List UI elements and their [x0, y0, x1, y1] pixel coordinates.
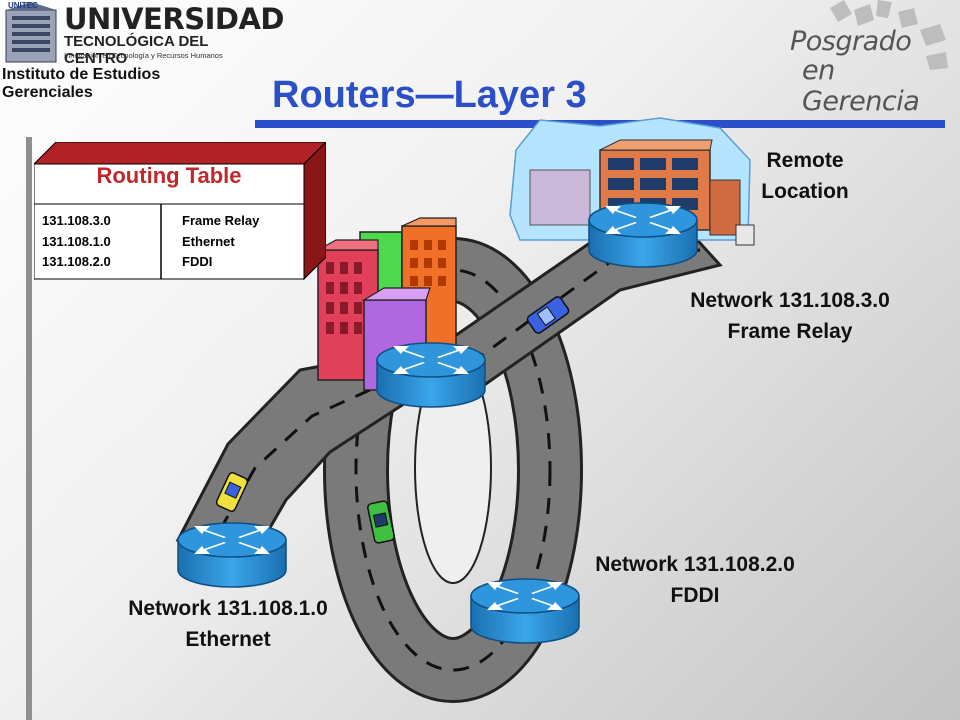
- routing-table: Routing Table 131.108.3.0 Frame Relay 13…: [34, 142, 326, 281]
- fddi-line2: FDDI: [670, 584, 720, 607]
- route-network: 131.108.3.0: [42, 213, 111, 228]
- car-icon: [215, 472, 249, 512]
- posgrado-mark-icon: [830, 0, 948, 70]
- router-icon: [177, 522, 287, 588]
- route-interface: Frame Relay: [182, 213, 260, 228]
- left-rule: [26, 137, 32, 720]
- car-icon: [526, 296, 570, 334]
- posgrado-line1: Posgrado: [790, 26, 912, 57]
- university-logo: UNITEC UNIVERSIDAD TECNOLÓGICA DEL CENTR…: [0, 0, 284, 101]
- fddi-line1: Network 131.108.2.0: [595, 553, 795, 576]
- router-icon: [376, 342, 486, 408]
- frame-relay-line2: Frame Relay: [727, 320, 853, 343]
- route-network: 131.108.2.0: [42, 254, 111, 269]
- car-icon: [367, 500, 395, 544]
- route-interface: Ethernet: [182, 234, 235, 249]
- frame-relay-network-label: Network 131.108.3.0 Frame Relay: [640, 285, 940, 347]
- ethernet-line2: Ethernet: [185, 628, 271, 651]
- unitec-building-icon: [5, 2, 57, 63]
- remote-location-label: Remote Location: [745, 145, 865, 207]
- route-interface: FDDI: [182, 254, 213, 269]
- routing-table-title: Routing Table: [96, 163, 242, 188]
- university-tagline: Innovación en Tecnología y Recursos Huma…: [64, 51, 223, 60]
- university-name: UNIVERSIDAD: [64, 2, 284, 36]
- router-icon: [588, 202, 698, 268]
- title-underline: [255, 120, 945, 128]
- ethernet-line1: Network 131.108.1.0: [128, 597, 328, 620]
- remote-label-line2: Location: [761, 180, 849, 203]
- fddi-network-label: Network 131.108.2.0 FDDI: [545, 549, 845, 611]
- unitec-badge: UNITEC: [8, 1, 38, 10]
- institute-name: Instituto de Estudios Gerenciales: [2, 66, 161, 101]
- posgrado-line2: en Gerencia: [802, 55, 920, 117]
- university-subname: TECNOLÓGICA DEL CENTRO: [64, 33, 209, 67]
- remote-label-line1: Remote: [766, 149, 844, 172]
- frame-relay-line1: Network 131.108.3.0: [690, 289, 890, 312]
- posgrado-logo: Posgrado en Gerencia: [780, 0, 950, 117]
- route-network: 131.108.1.0: [42, 234, 111, 249]
- ethernet-network-label: Network 131.108.1.0 Ethernet: [78, 593, 378, 655]
- page-title: Routers—Layer 3: [272, 74, 587, 116]
